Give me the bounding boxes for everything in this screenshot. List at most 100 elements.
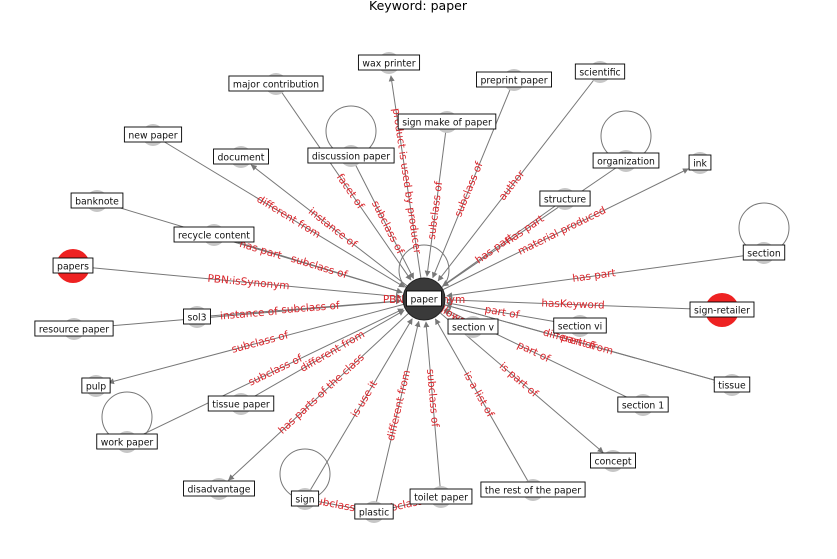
edge-paper-document	[250, 164, 425, 300]
node-label-sol3: sol3	[183, 308, 211, 325]
node-label-papers: papers	[52, 257, 94, 274]
node-label-text: tissue	[718, 380, 746, 391]
edge-paper-ink	[423, 168, 689, 300]
node-label-sign-retailer: sign-retailer	[689, 301, 755, 318]
node-label-box	[81, 377, 111, 394]
node-label-new-paper: new paper	[123, 126, 183, 143]
node-label-text: resource paper	[39, 324, 109, 335]
node-label-work-paper: work paper	[96, 433, 158, 450]
node-label-box	[357, 54, 421, 71]
node-label-structure: structure	[539, 190, 591, 207]
edge-toilet_paper-paper	[423, 321, 442, 498]
node-label-text: section	[747, 248, 781, 259]
node-label-box	[96, 433, 158, 450]
node-label-box	[742, 244, 786, 261]
node-label-text: document	[218, 152, 265, 163]
edge-label: PBN:isSynonym	[207, 273, 290, 293]
edge-label: subclass of	[281, 300, 340, 317]
node-label-text: sol3	[187, 312, 206, 323]
node-label-box	[406, 290, 442, 307]
node-label-preprint-paper: preprint paper	[476, 71, 552, 88]
node-label-scientific: scientific	[574, 63, 626, 80]
node-label-box	[70, 192, 124, 209]
node-label-box	[173, 226, 255, 243]
node-label-box	[183, 480, 255, 497]
node-label-box	[590, 452, 636, 469]
edge-label: part of	[484, 304, 521, 322]
node-label-text: section vi	[558, 321, 603, 332]
node-label-resource-paper: resource paper	[34, 320, 114, 337]
edge-label: has part	[572, 267, 617, 285]
edge-paper-tissue	[423, 298, 721, 383]
node-label-box	[688, 154, 712, 171]
edge-sign_make_of_paper-paper	[424, 121, 448, 277]
node-label-box	[447, 318, 499, 335]
node-label-text: toilet paper	[414, 492, 468, 503]
edge-section-paper	[446, 252, 765, 299]
edge-new_paper-paper	[152, 134, 405, 288]
node-label-tissue-paper: tissue paper	[207, 395, 275, 412]
edge-paper-wax_printer	[388, 75, 425, 300]
node-label-plastic: plastic	[354, 503, 394, 520]
node-label-text: major contribution	[233, 79, 319, 90]
node-label-box	[480, 481, 586, 498]
edge-paper-disadvantage	[228, 298, 425, 481]
node-label-box	[34, 320, 114, 337]
node-label-the-rest-of-the-paper: the rest of the paper	[480, 481, 586, 498]
node-label-box	[307, 147, 395, 164]
node-label-text: sign make of paper	[402, 117, 492, 128]
node-label-text: ink	[693, 158, 707, 169]
node-label-text: wax printer	[362, 58, 415, 69]
node-label-sign: sign	[290, 490, 320, 507]
edge-recycle_content-paper	[213, 234, 403, 294]
node-label-text: sign-retailer	[694, 305, 750, 316]
node-label-text: sign	[295, 494, 314, 505]
node-label-box	[228, 75, 324, 92]
edge-discussion_paper-paper	[350, 155, 414, 280]
node-label-toilet-paper: toilet paper	[409, 488, 473, 505]
node-label-box	[574, 63, 626, 80]
edge-resource_paper-paper	[73, 298, 402, 330]
node-label-box	[409, 488, 473, 505]
node-label-text: paper	[410, 294, 437, 305]
node-label-section-v: section v	[447, 318, 499, 335]
node-label-text: section 1	[622, 400, 664, 411]
node-label-text: pulp	[86, 381, 106, 392]
node-label-section-1: section 1	[617, 396, 669, 413]
node-label-text: scientific	[579, 67, 620, 78]
node-label-document: document	[213, 148, 269, 165]
node-label-box	[213, 148, 269, 165]
node-label-box	[354, 503, 394, 520]
node-label-text: the rest of the paper	[485, 485, 581, 496]
edge-label: different from	[385, 369, 413, 442]
edge-label: is use it	[349, 378, 380, 419]
node-label-concept: concept	[590, 452, 636, 469]
node-label-tissue: tissue	[713, 376, 751, 393]
node-label-discussion-paper: discussion paper	[307, 147, 395, 164]
node-label-section-vi: section vi	[553, 317, 607, 334]
node-labels-layer: paper wax printer preprint paper scientific…	[34, 54, 786, 520]
node-label-organization: organization	[592, 152, 660, 169]
node-label-box	[592, 152, 660, 169]
node-label-text: plastic	[359, 507, 389, 518]
node-label-text: discussion paper	[312, 151, 390, 162]
node-label-text: disadvantage	[188, 484, 251, 495]
edge-tissue_paper-paper	[240, 310, 405, 405]
edge-label: subclass of	[230, 329, 290, 356]
edge-label: subclass of	[426, 181, 445, 241]
node-label-recycle-content: recycle content	[173, 226, 255, 243]
node-label-major-contribution: major contribution	[228, 75, 324, 92]
edge-label: is part of	[497, 360, 541, 400]
node-label-ink: ink	[688, 154, 712, 171]
node-label-wax-printer: wax printer	[357, 54, 421, 71]
node-label-box	[553, 317, 607, 334]
node-label-disadvantage: disadvantage	[183, 480, 255, 497]
node-label-box	[397, 113, 497, 130]
node-label-pulp: pulp	[81, 377, 111, 394]
node-label-text: organization	[597, 156, 655, 167]
edge-structure-paper	[442, 198, 566, 287]
edge-label: subclass of	[452, 160, 485, 219]
edge-sign-paper	[304, 318, 413, 500]
node-label-paper: paper	[406, 290, 442, 307]
